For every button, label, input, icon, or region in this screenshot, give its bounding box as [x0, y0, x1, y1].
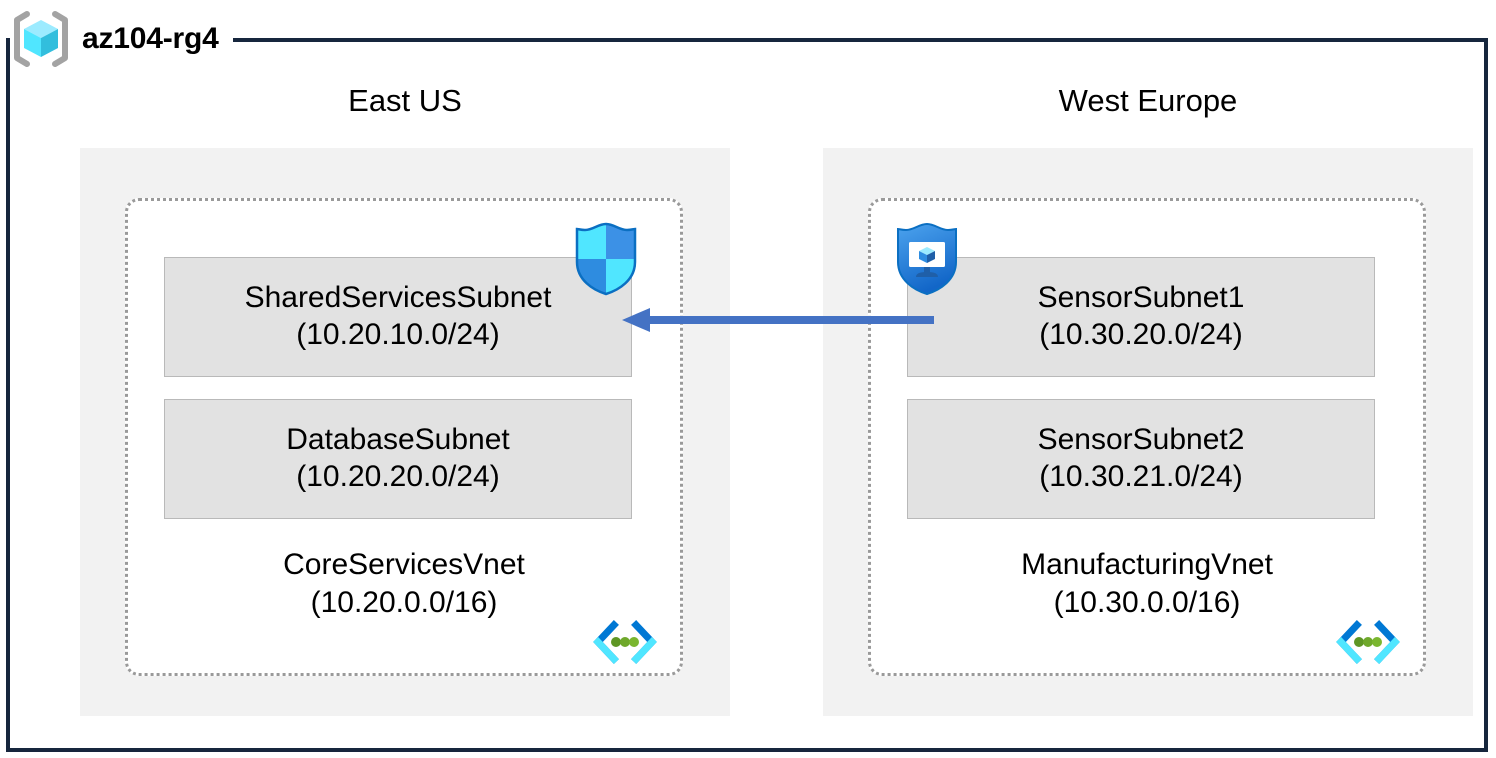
resource-group-header: az104-rg4: [10, 8, 233, 70]
subnet-sensor-2[interactable]: SensorSubnet2 (10.30.21.0/24): [907, 399, 1375, 519]
subnet-shared-services[interactable]: SharedServicesSubnet (10.20.10.0/24): [164, 257, 632, 377]
resource-group-cube-icon: [10, 10, 72, 68]
vnet-cidr: (10.20.0.0/16): [310, 585, 498, 619]
vnet-name: ManufacturingVnet: [1021, 548, 1273, 581]
vnet-cidr: (10.30.0.0/16): [1053, 585, 1241, 619]
vnet-label-manufacturing: ManufacturingVnet (10.30.0.0/16): [871, 546, 1423, 621]
vnet-name: CoreServicesVnet: [283, 548, 525, 581]
vnet-peering-arrow: [618, 300, 934, 340]
subnet-database[interactable]: DatabaseSubnet (10.20.20.0/24): [164, 399, 632, 519]
region-west-europe: West Europe SensorSubnet1 (10.30.20.0/24…: [823, 85, 1473, 716]
vnet-manufacturing[interactable]: SensorSubnet1 (10.30.20.0/24) SensorSubn…: [868, 198, 1426, 676]
resource-group-frame: [6, 38, 1488, 752]
subnet-name: DatabaseSubnet: [286, 423, 510, 457]
subnet-name: SharedServicesSubnet: [244, 281, 552, 315]
resource-group-name: az104-rg4: [82, 22, 219, 55]
network-security-shield-icon: [573, 222, 639, 296]
subnet-name: SensorSubnet1: [1037, 281, 1245, 315]
vnet-core-services[interactable]: SharedServicesSubnet (10.20.10.0/24) Dat…: [125, 198, 683, 676]
region-label-east-us: East US: [348, 83, 462, 118]
subnet-cidr: (10.20.20.0/24): [296, 460, 500, 493]
subnet-name: SensorSubnet2: [1037, 423, 1245, 457]
subnet-cidr: (10.30.20.0/24): [1039, 318, 1243, 351]
subnet-cidr: (10.30.21.0/24): [1039, 460, 1243, 493]
subnet-cidr: (10.20.10.0/24): [296, 318, 500, 351]
vnet-label-core-services: CoreServicesVnet (10.20.0.0/16): [128, 546, 680, 621]
region-box-east-us: SharedServicesSubnet (10.20.10.0/24) Dat…: [80, 148, 730, 716]
subnet-sensor-1[interactable]: SensorSubnet1 (10.30.20.0/24): [907, 257, 1375, 377]
virtual-network-icon: [592, 620, 658, 664]
region-label-west-europe: West Europe: [1058, 83, 1238, 118]
virtual-network-icon: [1335, 620, 1401, 664]
region-east-us: East US SharedServicesSubnet (10.20.10.0…: [80, 85, 730, 716]
defender-monitor-shield-icon: [894, 222, 960, 296]
